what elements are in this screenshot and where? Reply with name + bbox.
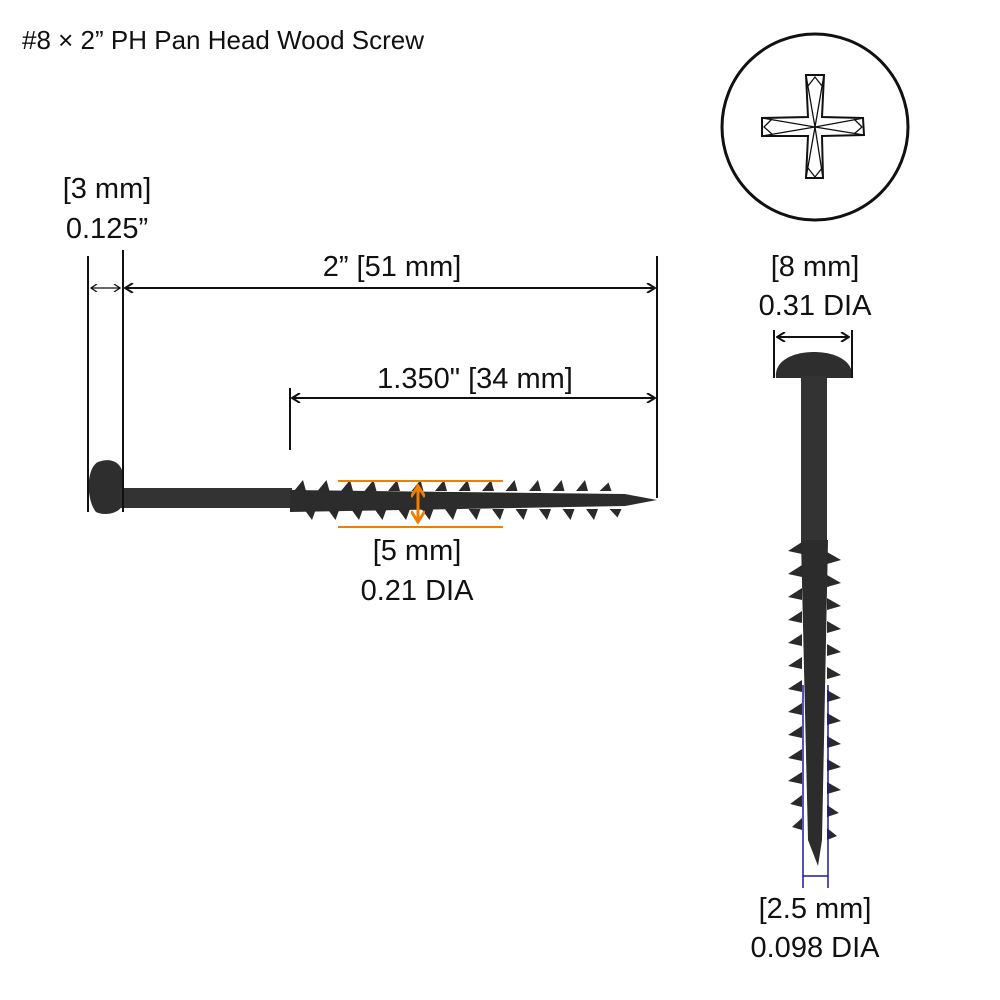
thread-diameter-marker: [338, 480, 503, 528]
thread-tooth: [388, 480, 410, 520]
thread-tooth: [341, 480, 363, 520]
thread-diameter-imperial: 0.21 DIA: [361, 575, 474, 607]
thread-tooth: [788, 565, 841, 587]
root-diameter-imperial: 0.098 DIA: [751, 932, 881, 964]
thread-tooth: [788, 611, 841, 633]
thread-tooth: [788, 657, 841, 679]
thread-tooth: [529, 480, 551, 520]
thread-tooth: [788, 588, 841, 610]
phillips-head-top-view: [720, 32, 910, 222]
page-title: #8 × 2” PH Pan Head Wood Screw: [22, 25, 424, 55]
head-outline: [720, 32, 910, 222]
root-diameter-marker: [802, 685, 829, 888]
thread-tooth: [458, 480, 481, 520]
thread-tooth: [788, 542, 841, 564]
overall-length-label: 2” [51 mm]: [323, 251, 462, 283]
thread-diameter-metric: [5 mm]: [373, 535, 462, 567]
thread-tooth: [599, 482, 622, 518]
screw-head: [88, 460, 122, 514]
screw-threaded-core: [290, 490, 657, 512]
thread-tooth: [788, 634, 841, 656]
head-diameter-imperial: 0.31 DIA: [759, 290, 872, 322]
screw-shank: [120, 488, 292, 508]
head-height-metric: [3 mm]: [63, 173, 152, 205]
thread-tooth: [435, 480, 457, 520]
thread-tooth: [576, 480, 598, 520]
screw-threaded-core: [801, 540, 828, 866]
thread-length-label: 1.350" [34 mm]: [377, 363, 573, 395]
root-diameter-metric: [2.5 mm]: [759, 893, 872, 925]
screw-head: [775, 352, 853, 378]
thread-tooth: [505, 480, 528, 520]
thread-tooth: [294, 480, 316, 520]
dimension-lines: [87, 250, 853, 512]
head-height-imperial: 0.125”: [66, 213, 148, 245]
thread-tooth: [317, 480, 340, 520]
screw-front-view: [775, 352, 853, 866]
thread-tooth: [364, 480, 387, 520]
head-diameter-metric: [8 mm]: [771, 251, 860, 283]
screw-side-view: [88, 460, 657, 520]
thread-tooth: [790, 795, 839, 817]
thread-tooth: [482, 480, 504, 520]
thread-tooth: [552, 480, 575, 520]
screw-shank: [801, 376, 827, 542]
